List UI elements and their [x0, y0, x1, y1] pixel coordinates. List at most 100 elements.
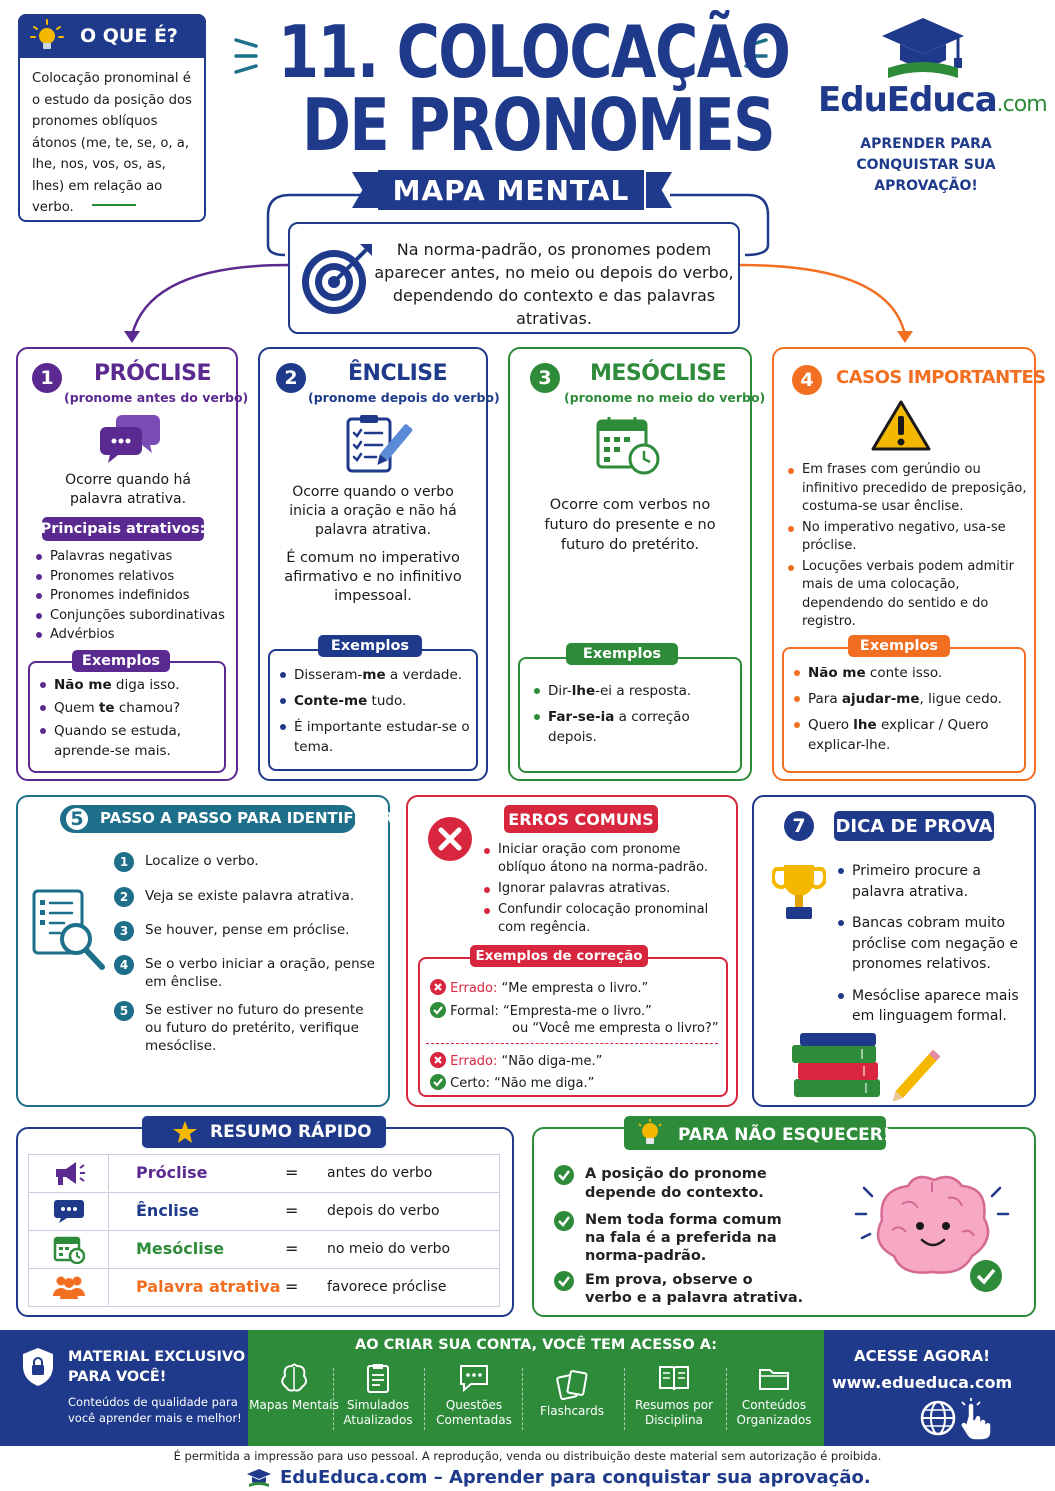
star-icon [173, 1121, 197, 1143]
feature-item[interactable]: Conteúdos Organizados [728, 1362, 820, 1428]
section-number: 7 [784, 811, 814, 841]
cards-icon [556, 1370, 588, 1400]
step-text: Se o verbo iniciar a oração, pense em ên… [145, 956, 375, 990]
casos-title: CASOS IMPORTANTES [836, 367, 1046, 388]
correction-item: Errado: “Não diga-me.” [430, 1052, 602, 1069]
section-number: 3 [530, 363, 560, 393]
example-text: -ei a resposta. [595, 683, 692, 699]
feature-item[interactable]: Simulados Atualizados [332, 1362, 424, 1428]
list-item: Iniciar oração com pronome oblíquo átono… [482, 841, 718, 877]
step-item: 3 Se houver, pense em próclise. [114, 921, 376, 941]
row-term: Ênclise [136, 1201, 200, 1220]
example-text: Quem [54, 700, 99, 716]
proclise-card: 1 PRÓCLISE (pronome antes do verbo) Ocor… [16, 347, 248, 781]
checklist-pencil-icon [346, 415, 413, 473]
globe-click-icon[interactable] [918, 1398, 1002, 1442]
feature-separator [424, 1368, 425, 1430]
example-item: Não me diga isso. [38, 675, 224, 695]
central-statement: Na norma-padrão, os pronomes podem apare… [288, 222, 740, 334]
feature-item[interactable]: Questões Comentadas [428, 1362, 520, 1428]
feature-label: Simulados Atualizados [343, 1398, 413, 1427]
example-text: a verdade. [385, 667, 463, 683]
chat-bubbles-icon [100, 415, 160, 463]
passo-header [60, 805, 356, 833]
casos-examples: Não me conte isso. Para ajudar-me, ligue… [792, 663, 1018, 755]
feature-label: Mapas Mentais [249, 1398, 339, 1412]
attractors-list: Palavras negativas Pronomes relativos Pr… [34, 547, 234, 645]
step-number: 1 [114, 852, 134, 872]
example-text: chamou? [114, 700, 181, 716]
erros-card: ERROS COMUNS Iniciar oração com pronome … [406, 795, 738, 1107]
cta-text: ACESSE AGORA! [854, 1347, 990, 1365]
lembrar-header [624, 1116, 886, 1150]
mind-map-banner: MAPA MENTAL [378, 170, 644, 210]
calendar-icon [53, 1236, 85, 1264]
proclise-subtitle: (pronome antes do verbo) [64, 390, 249, 405]
step-number: 3 [114, 921, 134, 941]
site-url-link[interactable]: www.edueduca.com [831, 1373, 1013, 1392]
lightbulb-icon [30, 19, 64, 49]
enclise-text-2: É comum no imperativo afirmativo e no in… [284, 550, 462, 604]
correction-kind: Formal: [450, 1004, 499, 1019]
row-icon-cell [29, 1269, 109, 1305]
list-item: Advérbios [34, 625, 234, 645]
enclise-examples: Disseram-me a verdade. Conte-me tudo. É … [278, 665, 472, 757]
wrong-icon [430, 979, 446, 995]
example-text: a correção depois. [548, 709, 690, 745]
example-text: tudo. [367, 693, 407, 709]
feature-separator [522, 1368, 523, 1430]
reminder-item: Em prova, observe o verbo e a palavra at… [554, 1271, 804, 1307]
example-text: Para [808, 691, 842, 707]
brand-logo: EduEduca.com [818, 80, 1048, 120]
chat-icon [53, 1200, 84, 1223]
step-number: 2 [114, 887, 134, 907]
graduation-cap-icon [247, 1469, 271, 1487]
example-item: Far-se-ia a correção depois. [532, 707, 728, 747]
what-is-title: O QUE É? [80, 25, 178, 47]
graduation-cap-icon [882, 18, 964, 78]
example-item: Disseram-me a verdade. [278, 665, 472, 685]
example-text: Disseram- [294, 667, 363, 683]
step-text: Se houver, pense em próclise. [145, 922, 350, 938]
examples-label: Exemplos [72, 650, 170, 672]
correction-text: “Empresta-me o livro.” [503, 1004, 652, 1019]
check-icon [554, 1165, 574, 1185]
enclise-card: 2 ÊNCLISE (pronome depois do verbo) Ocor… [258, 347, 500, 781]
feature-separator [726, 1368, 727, 1430]
row-equals: = [285, 1163, 299, 1182]
example-highlight: Não me [808, 665, 866, 681]
calendar-clock-icon [596, 417, 660, 475]
example-item: Para ajudar-me, ligue cedo. [792, 689, 1018, 709]
row-equals: = [285, 1277, 299, 1296]
correction-kind: Errado: [450, 981, 498, 996]
enclise-subtitle: (pronome depois do verbo) [308, 390, 500, 405]
correction-kind: Certo: [450, 1076, 490, 1091]
example-highlight: lhe [853, 717, 877, 733]
feature-item[interactable]: Flashcards [526, 1368, 618, 1419]
footer-features-panel [248, 1330, 824, 1446]
example-text: conte isso. [865, 665, 943, 681]
what-is-box: O QUE É? Colocação pronominal é o estudo… [18, 14, 206, 222]
step-text: Veja se existe palavra atrativa. [145, 888, 355, 904]
speech-bubble-icon [460, 1365, 488, 1393]
proclise-text: Ocorre quando há palavra atrativa. [65, 472, 191, 507]
brand-name: EduEduca [818, 80, 998, 120]
feature-label: Questões Comentadas [436, 1398, 512, 1427]
reminder-item: A posição do pronome depende do contexto… [554, 1165, 804, 1203]
feature-item[interactable]: Mapas Mentais [248, 1362, 340, 1413]
example-highlight: Far-se-ia [548, 709, 615, 725]
feature-separator [624, 1368, 625, 1430]
feature-item[interactable]: Resumos por Disciplina [628, 1362, 720, 1428]
list-item: Bancas cobram muito próclise com negação… [836, 913, 1020, 975]
correction-kind: Errado: [450, 1054, 498, 1069]
example-highlight: lhe [571, 683, 596, 699]
table-row: Mesóclise = no meio do verbo [28, 1231, 500, 1269]
reminder-text: Nem toda forma comum na fala é a preferi… [585, 1212, 782, 1264]
list-item: No imperativo negativo, usa-se próclise. [786, 519, 1030, 556]
example-text: É importante estudar-se o tema. [294, 719, 470, 755]
check-icon [430, 1074, 446, 1090]
brand-tagline: APRENDER PARA CONQUISTAR SUA APROVAÇÃO! [808, 134, 1044, 197]
title-accent-left-icon [234, 38, 258, 74]
